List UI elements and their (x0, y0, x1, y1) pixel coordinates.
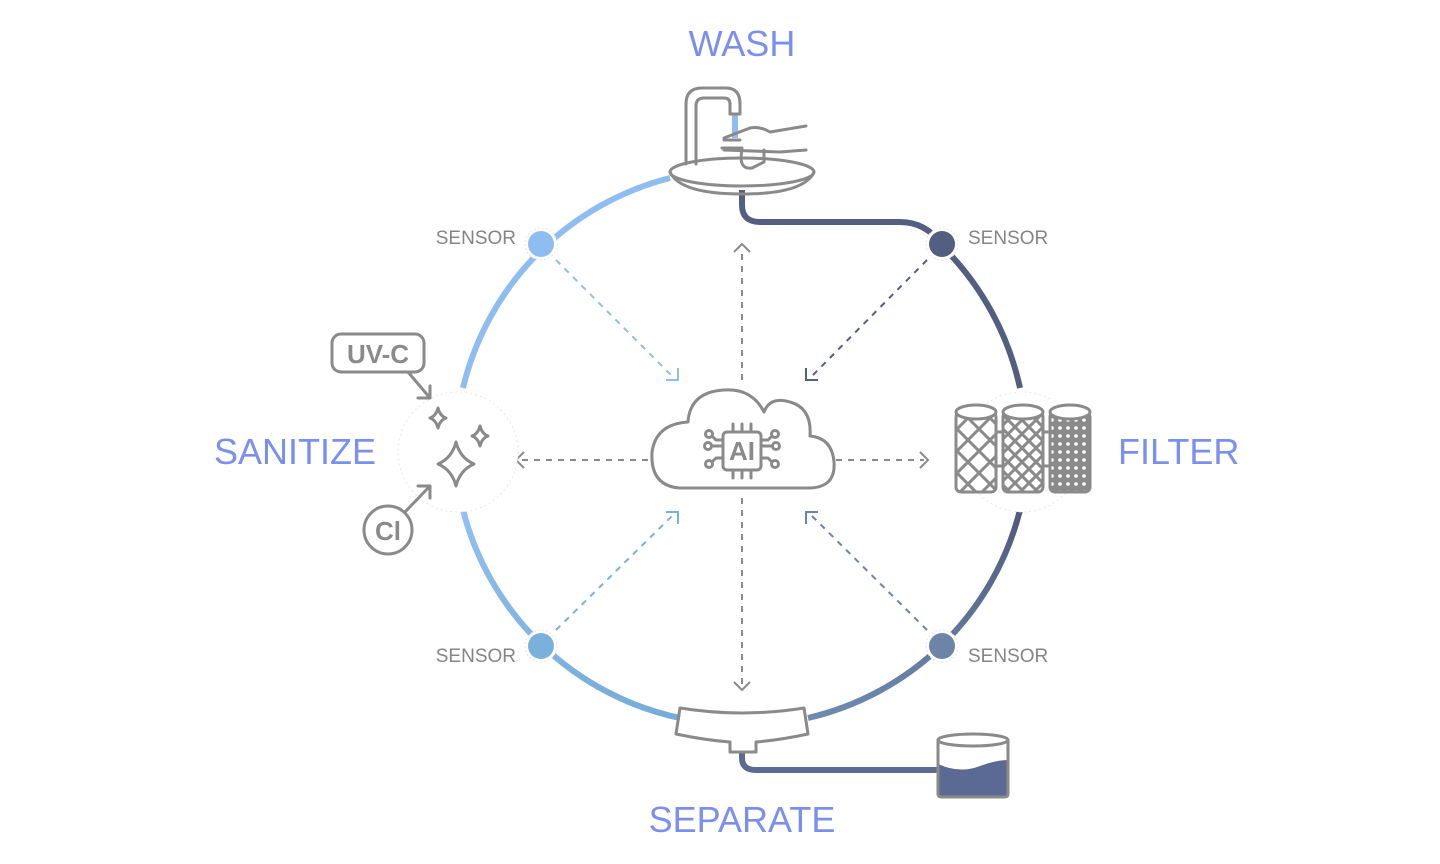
arrowhead-icon (805, 511, 818, 524)
arrow-bottom-left-to-ai (555, 515, 673, 631)
filter-cartridges-icon (954, 391, 1092, 513)
wash-label: WASH (689, 23, 796, 64)
sensor-label: SENSOR (436, 646, 516, 667)
arrowhead-icon (733, 242, 751, 253)
sparkle-icon (428, 406, 490, 488)
collection-tank-icon (936, 732, 1010, 799)
chlorine-input: Cl (362, 484, 432, 556)
ai-label: AI (729, 436, 755, 466)
separator-drain-pipe (739, 752, 940, 773)
ai-cloud[interactable]: AI (650, 388, 836, 490)
arrow-icon (406, 370, 432, 400)
loop-arc-right-lower (807, 509, 1023, 721)
uvc-label: UV-C (347, 339, 409, 369)
wash-drain-pipe (739, 190, 945, 246)
sanitize-label: SANITIZE (214, 431, 376, 472)
sensor-bottom-right[interactable]: SENSOR (925, 629, 1048, 667)
arrowhead-icon (919, 451, 930, 469)
separate-stage[interactable]: SEPARATE (649, 706, 1010, 840)
arrowhead-icon (666, 368, 679, 381)
sensor-dot (929, 231, 955, 257)
arrowhead-icon (666, 511, 679, 524)
ai-control-arrows (514, 242, 930, 692)
arrow-bottom-right-to-ai (811, 515, 928, 631)
loop-arc-left-upper (460, 175, 671, 389)
wash-stage[interactable]: WASH (668, 23, 816, 196)
arrowhead-icon (805, 368, 818, 381)
cloud-icon (650, 388, 836, 490)
arrow-top-left-to-ai (555, 259, 673, 377)
wash-sink-icon (668, 86, 816, 196)
separator-icon (674, 706, 810, 754)
loop-arc-right-upper (939, 243, 1023, 389)
sensor-dot (929, 633, 955, 659)
sensor-data-arrows (555, 259, 928, 631)
sensor-label: SENSOR (968, 646, 1048, 667)
sensor-dot (528, 231, 554, 257)
sanitize-stage[interactable]: SANITIZE UV-C Cl (214, 332, 519, 556)
arrow-icon (403, 484, 432, 514)
filter-label: FILTER (1118, 431, 1239, 472)
sensor-label: SENSOR (436, 228, 516, 249)
sensor-top-right[interactable]: SENSOR (925, 227, 1048, 261)
sensor-bottom-left[interactable]: SENSOR (436, 629, 558, 667)
loop-arc-left-lower (460, 509, 681, 721)
sensor-label: SENSOR (968, 228, 1048, 249)
separate-label: SEPARATE (649, 799, 836, 840)
chip-icon: AI (703, 422, 781, 480)
sensor-dot (528, 633, 554, 659)
uvc-input: UV-C (330, 332, 432, 400)
loop-ring (460, 175, 1023, 773)
arrow-top-right-to-ai (811, 259, 928, 377)
arrowhead-icon (733, 681, 751, 692)
chlorine-label: Cl (375, 516, 401, 546)
filter-stage[interactable]: FILTER (954, 391, 1239, 513)
sensor-top-left[interactable]: SENSOR (436, 227, 558, 261)
